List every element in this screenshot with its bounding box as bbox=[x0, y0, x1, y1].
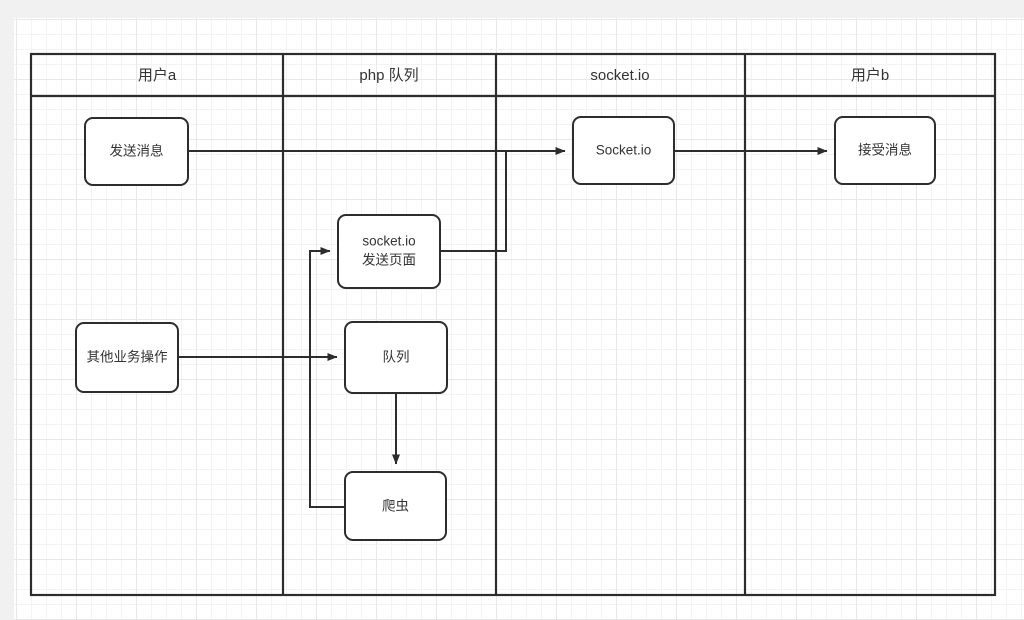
lane-header-socketio: socket.io bbox=[590, 67, 649, 84]
node-other-business-label: 其他业务操作 bbox=[87, 350, 168, 365]
swimlane-frame bbox=[29, 52, 997, 597]
node-socketio-page[interactable]: socket.io 发送页面 bbox=[337, 214, 441, 289]
node-queue[interactable]: 队列 bbox=[344, 321, 448, 394]
node-socketio-shape[interactable] bbox=[572, 116, 675, 185]
node-spider-label: 爬虫 bbox=[382, 499, 409, 514]
node-send-message-shape[interactable] bbox=[84, 117, 189, 186]
edge-spider-to-socketio-page bbox=[309, 247, 345, 508]
node-socketio-page-label-line1: socket.io bbox=[362, 234, 415, 249]
node-receive-message-shape[interactable] bbox=[834, 116, 936, 185]
node-spider-shape[interactable] bbox=[344, 471, 447, 541]
node-socketio-page-label-line2: 发送页面 bbox=[362, 253, 416, 268]
node-spider[interactable]: 爬虫 bbox=[344, 471, 447, 541]
lane-header-user-b: 用户b bbox=[851, 67, 889, 84]
node-receive-message-label: 接受消息 bbox=[858, 142, 912, 158]
node-socketio-page-shape[interactable] bbox=[337, 214, 441, 289]
lane-header-user-a: 用户a bbox=[138, 67, 177, 84]
swimlane-headers: 用户a php 队列 socket.io 用户b bbox=[138, 67, 889, 84]
lane-header-php-queue: php 队列 bbox=[359, 67, 418, 84]
node-socketio[interactable]: Socket.io bbox=[572, 116, 675, 185]
node-other-business-shape[interactable] bbox=[75, 322, 179, 393]
node-send-message-label: 发送消息 bbox=[110, 143, 164, 159]
swimlane-outer-border bbox=[29, 52, 997, 597]
node-queue-shape[interactable] bbox=[344, 321, 448, 394]
flow-nodes: 发送消息 其他业务操作 socket.io 发送页面 队列 爬虫 bbox=[75, 116, 936, 541]
node-send-message[interactable]: 发送消息 bbox=[84, 117, 189, 186]
node-socketio-label: Socket.io bbox=[596, 143, 652, 158]
node-other-business[interactable]: 其他业务操作 bbox=[75, 322, 179, 393]
node-queue-label: 队列 bbox=[383, 350, 410, 365]
flow-edges bbox=[178, 147, 828, 508]
edge-socketio-page-to-socketio bbox=[440, 151, 507, 252]
node-receive-message[interactable]: 接受消息 bbox=[834, 116, 936, 185]
